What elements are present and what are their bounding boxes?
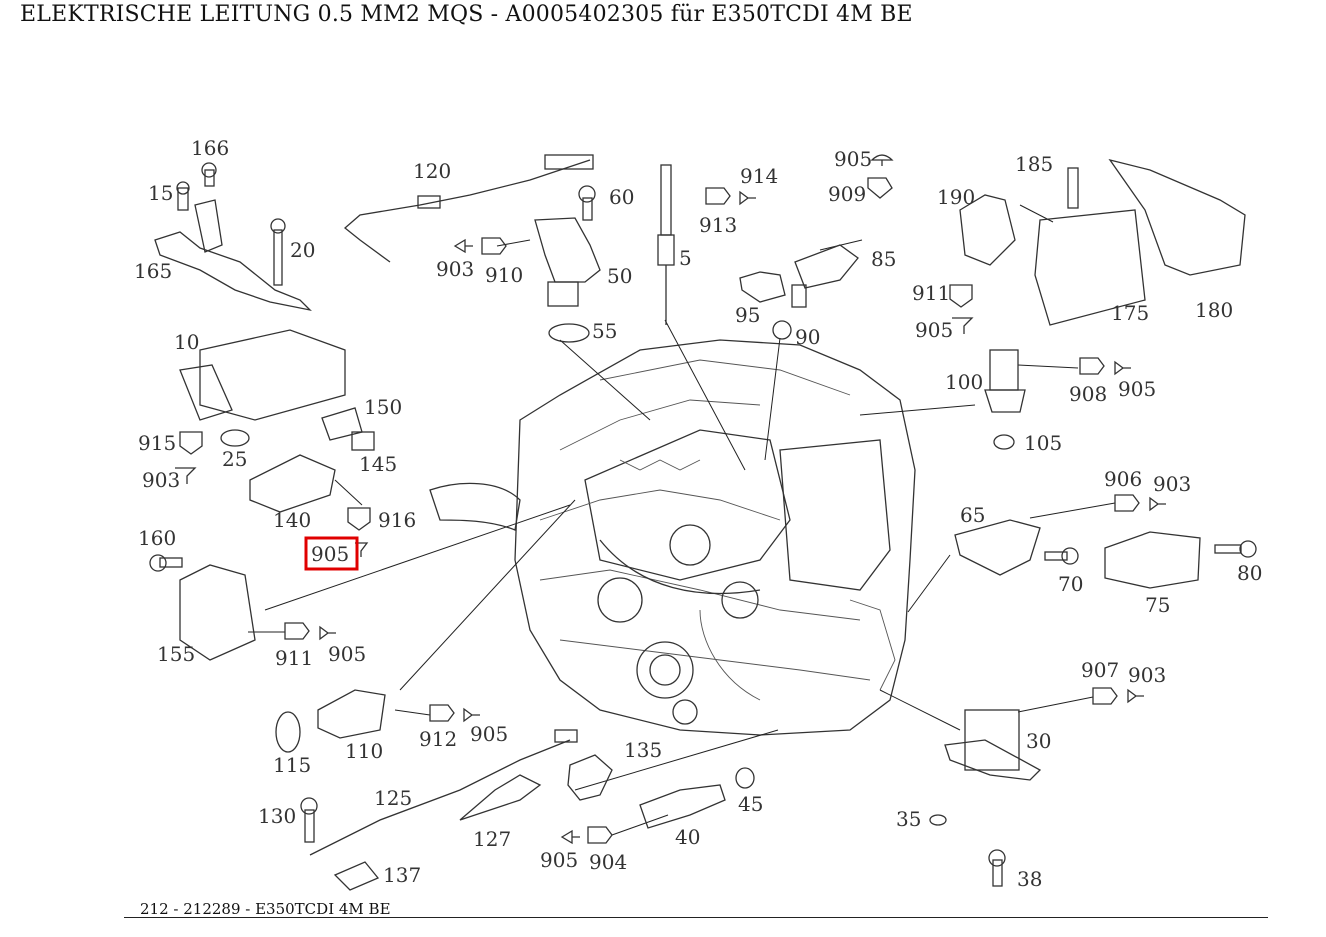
component-sketches xyxy=(149,154,1257,891)
highlight-box xyxy=(304,536,359,571)
callout-label: 135 xyxy=(624,738,662,762)
callout-label: 905 xyxy=(1118,377,1156,401)
callout-label: 190 xyxy=(937,185,975,209)
callout-label: 907 xyxy=(1081,658,1119,682)
callout-label: 127 xyxy=(473,827,511,851)
callout-label: 165 xyxy=(134,259,172,283)
callout-label: 85 xyxy=(871,247,896,271)
callout-label: 908 xyxy=(1069,382,1107,406)
callout-label: 150 xyxy=(364,395,402,419)
callout-label: 130 xyxy=(258,804,296,828)
callout-label: 903 xyxy=(1128,663,1166,687)
callout-label: 40 xyxy=(675,825,700,849)
callout-label: 916 xyxy=(378,508,416,532)
callout-label: 75 xyxy=(1145,593,1170,617)
highlighted-callout-label: 905 xyxy=(311,542,349,566)
callout-label: 115 xyxy=(273,753,311,777)
callout-label: 911 xyxy=(912,281,950,305)
callout-label: 913 xyxy=(699,213,737,237)
callout-label: 140 xyxy=(273,508,311,532)
callout-label: 35 xyxy=(896,807,921,831)
callout-label: 80 xyxy=(1237,561,1262,585)
footer-divider xyxy=(124,917,1268,918)
callout-label: 125 xyxy=(374,786,412,810)
callout-label: 60 xyxy=(609,185,634,209)
callout-label: 70 xyxy=(1058,572,1083,596)
callout-labels: 166 15 165 20 120 60 903 910 50 55 5 914… xyxy=(134,136,1262,891)
callout-label: 166 xyxy=(191,136,229,160)
callout-label: 137 xyxy=(383,863,421,887)
callout-label: 912 xyxy=(419,727,457,751)
callout-label: 45 xyxy=(738,792,763,816)
callout-label: 38 xyxy=(1017,867,1042,891)
callout-label: 905 xyxy=(915,318,953,342)
callout-label: 65 xyxy=(960,503,985,527)
callout-label: 904 xyxy=(589,850,627,874)
callout-label: 10 xyxy=(174,330,199,354)
callout-label: 905 xyxy=(540,848,578,872)
callout-label: 180 xyxy=(1195,298,1233,322)
engine-block xyxy=(429,339,916,736)
callout-label: 155 xyxy=(157,642,195,666)
callout-label: 175 xyxy=(1111,301,1149,325)
callout-label: 903 xyxy=(436,257,474,281)
diagram-footer: 212 - 212289 - E350TCDI 4M BE xyxy=(140,900,391,918)
callout-label: 100 xyxy=(945,370,983,394)
callout-label: 903 xyxy=(1153,472,1191,496)
callout-label: 15 xyxy=(148,181,173,205)
callout-label: 50 xyxy=(607,264,632,288)
diagram-title: ELEKTRISCHE LEITUNG 0.5 MM2 MQS - A00054… xyxy=(20,2,913,27)
callout-label: 55 xyxy=(592,319,617,343)
callout-label: 110 xyxy=(345,739,383,763)
callout-label: 911 xyxy=(275,646,313,670)
callout-label: 903 xyxy=(142,468,180,492)
callout-label: 905 xyxy=(470,722,508,746)
callout-label: 145 xyxy=(359,452,397,476)
callout-label: 120 xyxy=(413,159,451,183)
leader-lines xyxy=(248,204,1116,836)
callout-label: 25 xyxy=(222,447,247,471)
callout-label: 915 xyxy=(138,431,176,455)
callout-label: 160 xyxy=(138,526,176,550)
callout-label: 95 xyxy=(735,303,760,327)
callout-label: 20 xyxy=(290,238,315,262)
callout-label: 905 xyxy=(328,642,366,666)
callout-label: 105 xyxy=(1024,431,1062,455)
callout-label: 906 xyxy=(1104,467,1142,491)
callout-label: 914 xyxy=(740,164,778,188)
callout-label: 905 xyxy=(834,147,872,171)
callout-label: 90 xyxy=(795,325,820,349)
callout-label: 5 xyxy=(679,246,692,270)
callout-label: 909 xyxy=(828,182,866,206)
callout-label: 185 xyxy=(1015,152,1053,176)
callout-label: 30 xyxy=(1026,729,1051,753)
connector-symbols xyxy=(175,154,1166,845)
callout-label: 910 xyxy=(485,263,523,287)
